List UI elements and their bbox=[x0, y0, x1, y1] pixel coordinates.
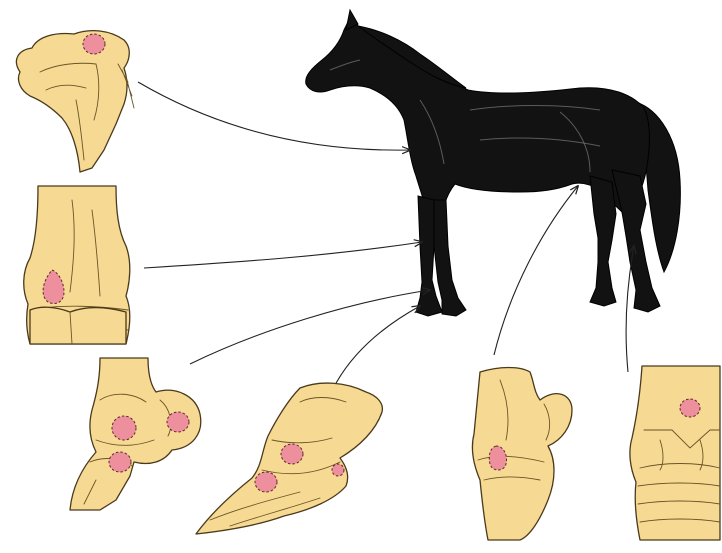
lesion-marker bbox=[83, 34, 105, 54]
bone-panel-stifle bbox=[472, 368, 572, 541]
bone-panel-hoof bbox=[196, 383, 382, 534]
lesion-marker bbox=[281, 444, 303, 464]
bone-panel-hock bbox=[630, 366, 720, 540]
arrow-stifle bbox=[494, 186, 578, 355]
lesion-marker bbox=[167, 412, 189, 432]
lesion-marker bbox=[109, 452, 131, 472]
arrow-fetlock bbox=[190, 290, 430, 364]
arrow-shoulder bbox=[138, 82, 410, 150]
arrow-hoof bbox=[335, 306, 420, 385]
bone-panel-shoulder bbox=[16, 31, 134, 172]
bone-panel-elbow bbox=[24, 186, 130, 344]
bone-panel-fetlock bbox=[70, 358, 201, 510]
lesion-marker bbox=[255, 472, 277, 492]
arrow-elbow bbox=[144, 242, 422, 268]
horse-illustration bbox=[306, 10, 681, 316]
lesion-marker bbox=[680, 399, 700, 417]
lesion-marker bbox=[112, 416, 136, 440]
lesion-marker bbox=[332, 464, 344, 476]
horse-hind-leg-far bbox=[590, 176, 616, 306]
